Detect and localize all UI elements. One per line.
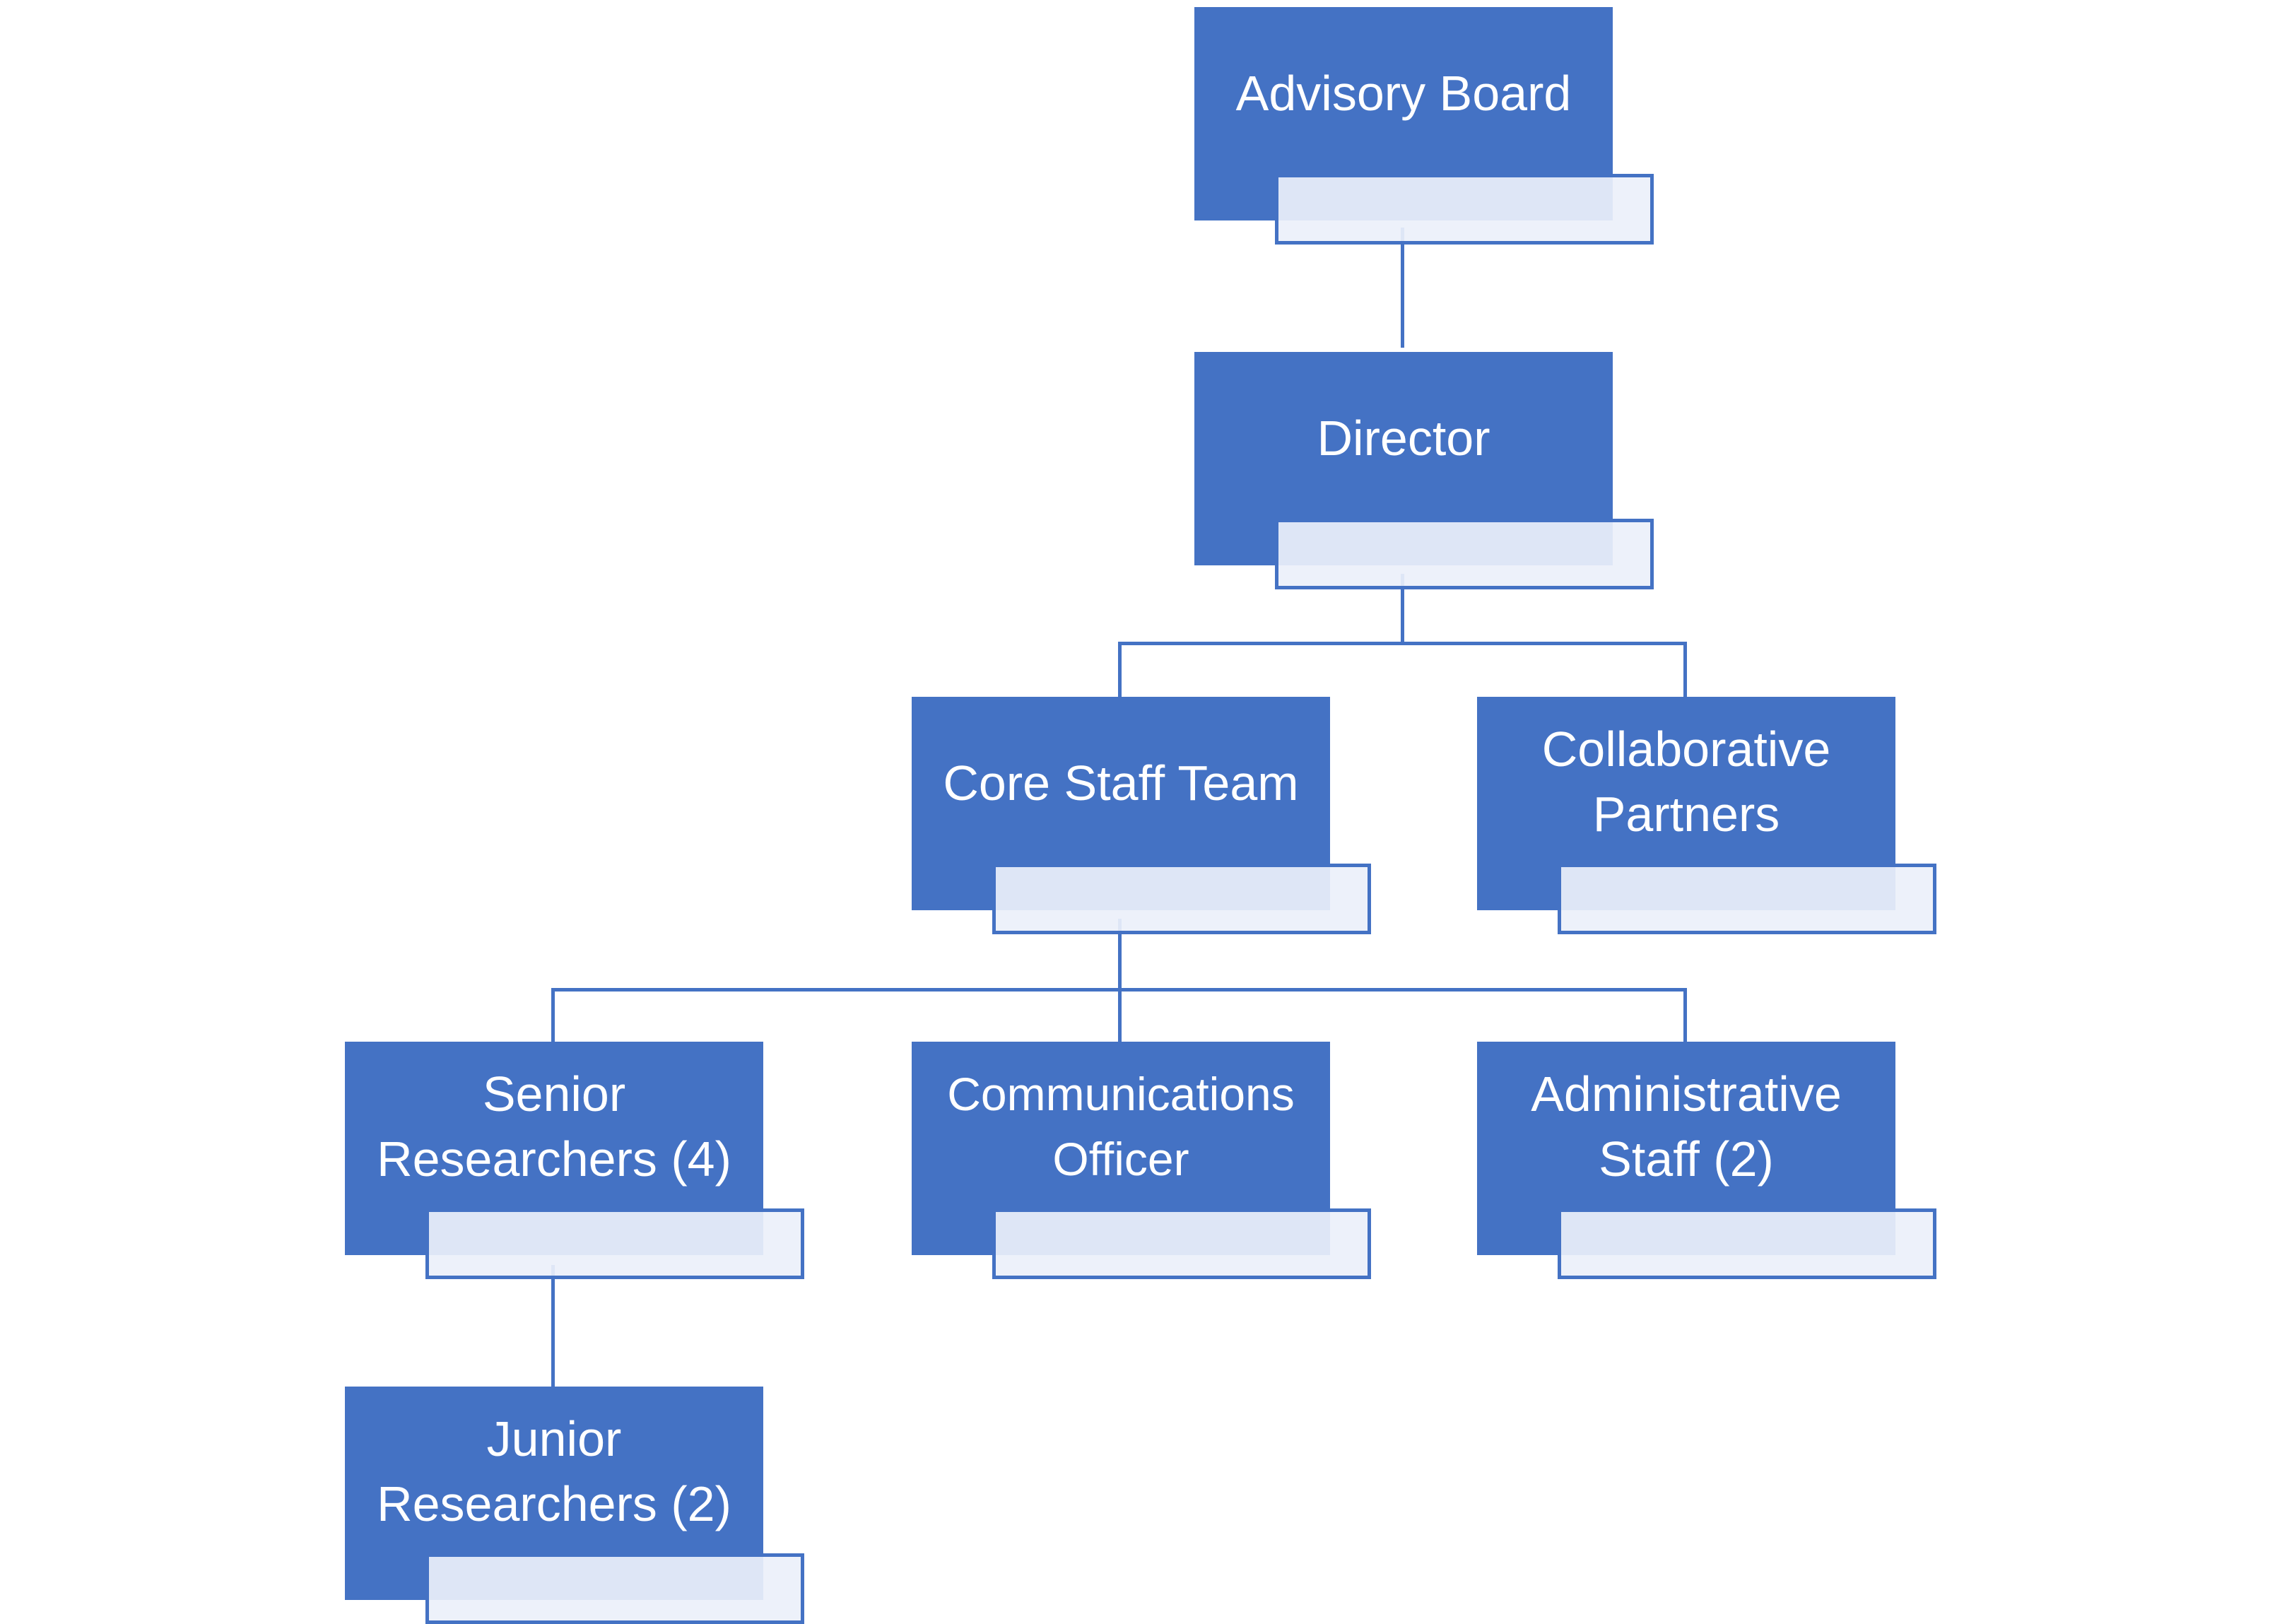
connector-to-core-staff — [1118, 642, 1122, 698]
connector-to-communications — [1118, 988, 1122, 1043]
connector-director-bar — [1118, 642, 1687, 645]
node-subtitle-text — [1278, 177, 1650, 241]
node-subtitle-field[interactable] — [1275, 519, 1654, 589]
node-senior-researchers[interactable]: Senior Researchers (4) — [345, 1042, 804, 1279]
node-label: Advisory Board — [1235, 66, 1572, 121]
node-subtitle-field[interactable] — [992, 864, 1371, 934]
connector-advisory-director — [1401, 228, 1404, 348]
node-label: Junior Researchers (2) — [377, 1411, 731, 1531]
node-communications-officer[interactable]: Communications Officer — [912, 1042, 1371, 1279]
node-subtitle-text — [1561, 1212, 1933, 1276]
node-subtitle-field[interactable] — [1558, 1208, 1936, 1279]
connector-to-administrative — [1683, 988, 1687, 1043]
node-subtitle-field[interactable] — [1558, 864, 1936, 934]
connector-to-senior — [551, 988, 555, 1043]
node-label: Director — [1317, 411, 1490, 466]
node-label: Senior Researchers (4) — [377, 1066, 731, 1187]
node-label: Core Staff Team — [943, 755, 1299, 811]
node-label: Administrative Staff (2) — [1531, 1066, 1842, 1187]
connector-to-collaborative — [1683, 642, 1687, 698]
node-junior-researchers[interactable]: Junior Researchers (2) — [345, 1387, 804, 1624]
node-administrative-staff[interactable]: Administrative Staff (2) — [1477, 1042, 1936, 1279]
node-label: Communications Officer — [947, 1068, 1295, 1185]
node-subtitle-text — [996, 1212, 1368, 1276]
node-advisory-board[interactable]: Advisory Board — [1194, 7, 1654, 245]
node-label: Collaborative Partners — [1541, 722, 1831, 842]
connector-director-stem — [1401, 574, 1404, 645]
node-collaborative-partners[interactable]: Collaborative Partners — [1477, 697, 1936, 934]
node-subtitle-field[interactable] — [992, 1208, 1371, 1279]
node-subtitle-text — [429, 1212, 801, 1276]
connector-core-stem — [1118, 919, 1122, 991]
node-core-staff-team[interactable]: Core Staff Team — [912, 697, 1371, 934]
node-subtitle-text — [1278, 522, 1650, 586]
node-subtitle-field[interactable] — [1275, 174, 1654, 245]
node-subtitle-text — [429, 1557, 801, 1620]
node-subtitle-text — [1561, 867, 1933, 931]
node-subtitle-text — [996, 867, 1368, 931]
connector-senior-junior — [551, 1265, 555, 1387]
node-subtitle-field[interactable] — [425, 1553, 804, 1624]
node-subtitle-field[interactable] — [425, 1208, 804, 1279]
node-director[interactable]: Director — [1194, 352, 1654, 589]
